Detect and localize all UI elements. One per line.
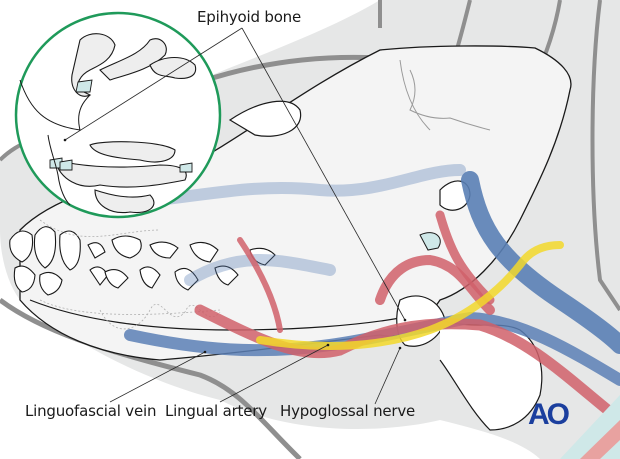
vein-faded-middle <box>184 254 336 286</box>
label-epihyoid-bone: Epihyoid bone <box>197 8 302 26</box>
label-hypoglossal-nerve: Hypoglossal nerve <box>280 402 416 420</box>
trachea <box>560 395 620 459</box>
leader-artery <box>219 344 329 403</box>
inset-magnified-view <box>14 11 222 219</box>
artery-branch <box>237 237 283 333</box>
ao-logo: AO <box>528 398 570 431</box>
jugular-vein <box>461 171 620 354</box>
leader-lines <box>64 27 406 405</box>
leader-vein <box>109 351 206 403</box>
leader-nerve <box>374 347 401 405</box>
upper-teeth <box>9 226 276 271</box>
artery-branch-2 <box>375 254 495 315</box>
artery-branch-3 <box>435 210 495 305</box>
leader-epihyoid-main <box>241 27 406 321</box>
label-lingual-artery: Lingual artery <box>165 402 267 420</box>
hypoglossal-nerve <box>256 241 564 350</box>
label-linguofascial-vein: Linguofascial vein <box>25 402 157 420</box>
leader-epihyoid-inset <box>64 27 243 141</box>
lower-teeth <box>13 265 239 296</box>
skull <box>9 45 572 431</box>
